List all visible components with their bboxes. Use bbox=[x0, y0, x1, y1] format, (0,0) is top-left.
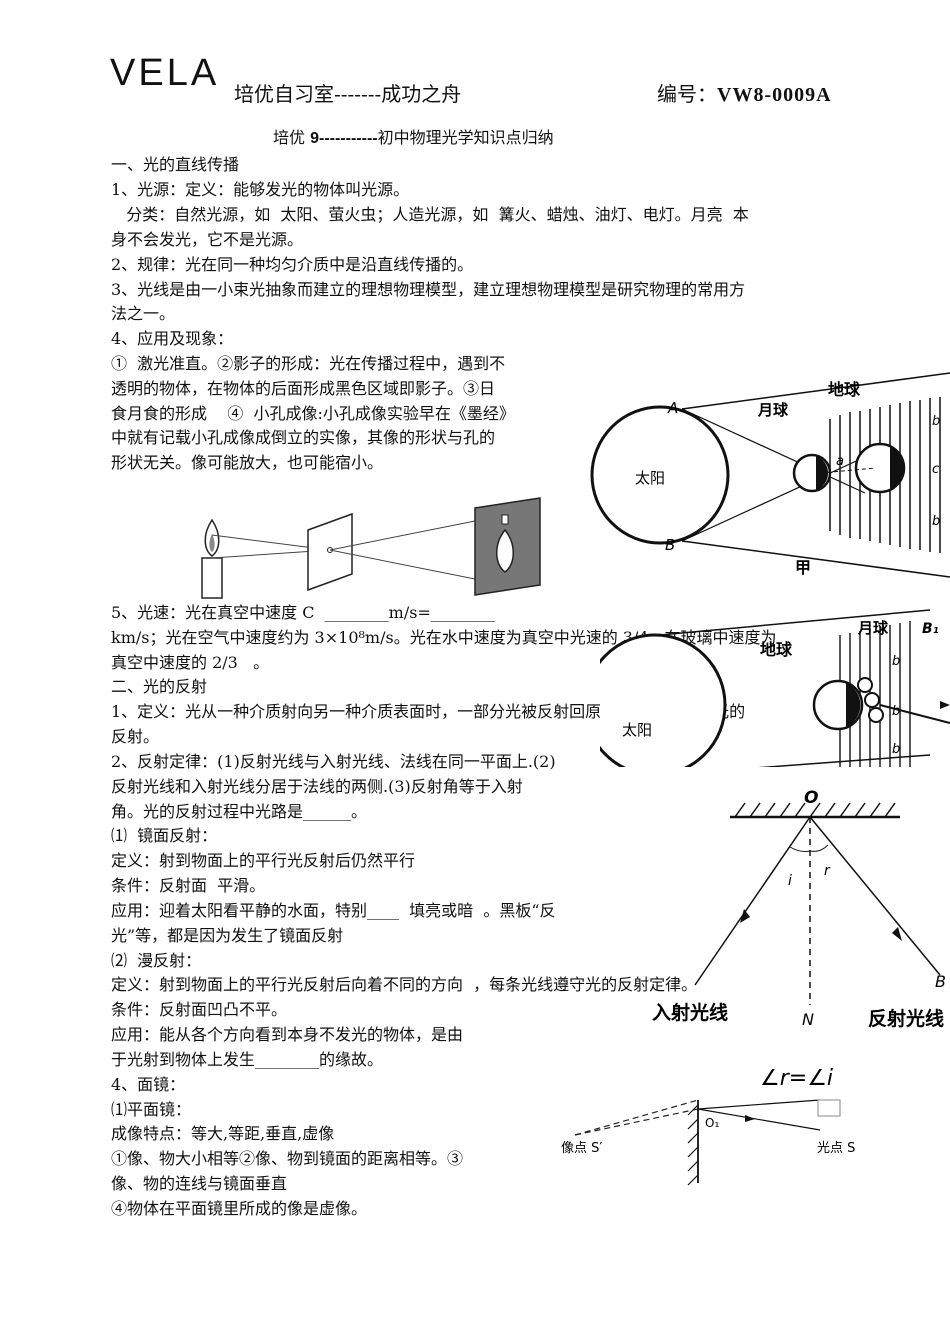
text-line: 于光射到物体上发生________的缘故。 bbox=[111, 1050, 384, 1069]
label-b-2b: b bbox=[892, 704, 900, 719]
label-a: a bbox=[836, 454, 844, 469]
title-text: 初中物理光学知识点归纳 bbox=[377, 128, 554, 147]
text-line: 分类：自然光源，如 太阳、萤火虫；人造光源，如 篝火、蜡烛、油灯、电灯。月亮 本 bbox=[111, 205, 749, 224]
label-sun: 太阳 bbox=[635, 469, 665, 487]
text-line: 法之一。 bbox=[111, 304, 176, 323]
section-heading: 二、光的反射 bbox=[111, 677, 208, 696]
label-N: N bbox=[802, 1010, 814, 1029]
label-O: O bbox=[804, 788, 818, 808]
doc-code: 编号：VW8-0009A bbox=[657, 78, 832, 107]
pinhole-figure bbox=[201, 497, 541, 599]
label-A: A bbox=[667, 399, 678, 417]
label-moon-2: 月球 bbox=[857, 619, 889, 637]
eclipse-figure-2: 地球 月球 太阳 B₁ b b b bbox=[600, 609, 950, 767]
label-reflected: 反射光线 bbox=[868, 1007, 944, 1030]
eclipse-figure-1: A B 太阳 月球 地球 a b b c 甲 bbox=[590, 372, 950, 578]
text-line: km/s；光在空气中速度约为 3×10⁸m/s。光在水中速度为真空中光速的 3/… bbox=[111, 628, 777, 647]
caption-jia: 甲 bbox=[795, 558, 811, 577]
text-line: 条件：反射面 平滑。 bbox=[111, 876, 266, 895]
text-line: 身不会发光，它不是光源。 bbox=[111, 230, 304, 249]
reflection-figure: O i r B N 入射光线 反射光线 ∠r=∠i bbox=[652, 788, 946, 1091]
text-line: 形状无关。像可能放大，也可能宿小。 bbox=[111, 453, 384, 472]
text-line: 4、面镜： bbox=[111, 1075, 186, 1094]
text-line: 4、应用及现象： bbox=[111, 329, 234, 348]
label-r: r bbox=[824, 863, 831, 879]
title-number: 9----------- bbox=[310, 130, 378, 147]
text-line: 应用：能从各个方向看到本身不发光的物体，是由 bbox=[111, 1025, 464, 1044]
label-earth: 地球 bbox=[828, 380, 861, 399]
text-line: 定义：射到物面上的平行光反射后仍然平行 bbox=[111, 851, 416, 870]
label-incident: 入射光线 bbox=[652, 1001, 728, 1024]
label-b1: b bbox=[932, 414, 940, 429]
text-line: 1、定义：光从一种介质射向另一种介质表面时，一部分光被反射回原来介质的现象叫光的 bbox=[111, 702, 746, 721]
text-line: 2、规律：光在同一种均匀介质中是沿直线传播的。 bbox=[111, 255, 474, 274]
text-line: 3、光线是由一小束光抽象而建立的理想物理模型，建立理想物理模型是研究物理的常用方 bbox=[111, 280, 746, 299]
text-line: 应用：迎着太阳看平静的水面，特别____ 填亮或暗 。黑板“反 bbox=[111, 901, 556, 920]
text-line: 角。光的反射过程中光路是______。 bbox=[111, 802, 368, 821]
text-line: 成像特点：等大,等距,垂直,虚像 bbox=[111, 1124, 335, 1143]
text-line: 定义：射到物面上的平行光反射后向着不同的方向 ，每条光线遵守光的反射定律。 bbox=[111, 975, 698, 994]
text-line: 反射光线和入射光线分居于法线的两侧.(3)反射角等于入射 bbox=[111, 777, 523, 796]
doc-code-label: 编号： bbox=[657, 82, 717, 106]
text-line: 中就有记载小孔成像成倒立的实像，其像的形状与孔的 bbox=[111, 428, 496, 447]
text-line: 2、反射定律：(1)反射光线与入射光线、法线在同一平面上.(2) bbox=[111, 752, 556, 771]
label-b-2c: b bbox=[892, 742, 900, 757]
label-sun-2: 太阳 bbox=[622, 721, 652, 739]
label-i: i bbox=[788, 873, 792, 889]
text-line: 光”等，都是因为发生了镜面反射 bbox=[111, 926, 344, 945]
text-line: ④物体在平面镜里所成的像是虚像。 bbox=[111, 1199, 368, 1218]
logo: VELA bbox=[110, 52, 220, 94]
label-b-2a: b bbox=[892, 654, 900, 669]
text-line: 透明的物体，在物体的后面形成黑色区域即影子。③日 bbox=[111, 379, 496, 398]
label-moon: 月球 bbox=[757, 401, 789, 419]
text-line: 真空中速度的 2/3 。 bbox=[111, 653, 270, 672]
label-image-point: 像点 S′ bbox=[561, 1141, 602, 1156]
text-line: 5、光速：光在真空中速度 C ________m/s=________ bbox=[111, 603, 495, 622]
text-line: 1、光源：定义：能够发光的物体叫光源。 bbox=[111, 180, 410, 199]
label-earth-2: 地球 bbox=[760, 640, 793, 659]
doc-code-value: VW8-0009A bbox=[717, 84, 832, 106]
label-B-ref: B bbox=[935, 972, 946, 991]
text-line: ① 激光准直。②影子的形成：光在传播过程中，遇到不 bbox=[111, 354, 506, 373]
label-c: c bbox=[932, 462, 939, 477]
label-O1: O₁ bbox=[705, 1116, 719, 1130]
text-line: ⑴平面镜： bbox=[111, 1100, 192, 1119]
plane-mirror-figure: 像点 S′ O₁ 光点 S bbox=[561, 1099, 855, 1186]
label-b2: b bbox=[932, 514, 940, 529]
text-line: ⑵ 漫反射： bbox=[111, 951, 202, 970]
page-title: 培优 9-----------初中物理光学知识点归纳 bbox=[273, 124, 554, 148]
label-source-point: 光点 S bbox=[817, 1141, 855, 1156]
label-law: ∠r=∠i bbox=[760, 1066, 833, 1091]
text-line: ①像、物大小相等②像、物到镜面的距离相等。③ bbox=[111, 1149, 464, 1168]
header-room: 培优自习室-------成功之舟 bbox=[234, 82, 462, 106]
title-prefix: 培优 bbox=[273, 128, 311, 147]
text-line: 食月食的形成 ④ 小孔成像:小孔成像实验早在《墨经》 bbox=[111, 404, 515, 423]
text-line: 一、光的直线传播 bbox=[111, 155, 240, 174]
text-line: 像、物的连线与镜面垂直 bbox=[111, 1174, 288, 1193]
text-line: 反射。 bbox=[111, 727, 160, 746]
text-line: ⑴ 镜面反射： bbox=[111, 826, 218, 845]
label-B: B bbox=[665, 536, 675, 554]
text-line: 条件：反射面凹凸不平。 bbox=[111, 1000, 288, 1019]
label-B1: B₁ bbox=[922, 621, 939, 637]
